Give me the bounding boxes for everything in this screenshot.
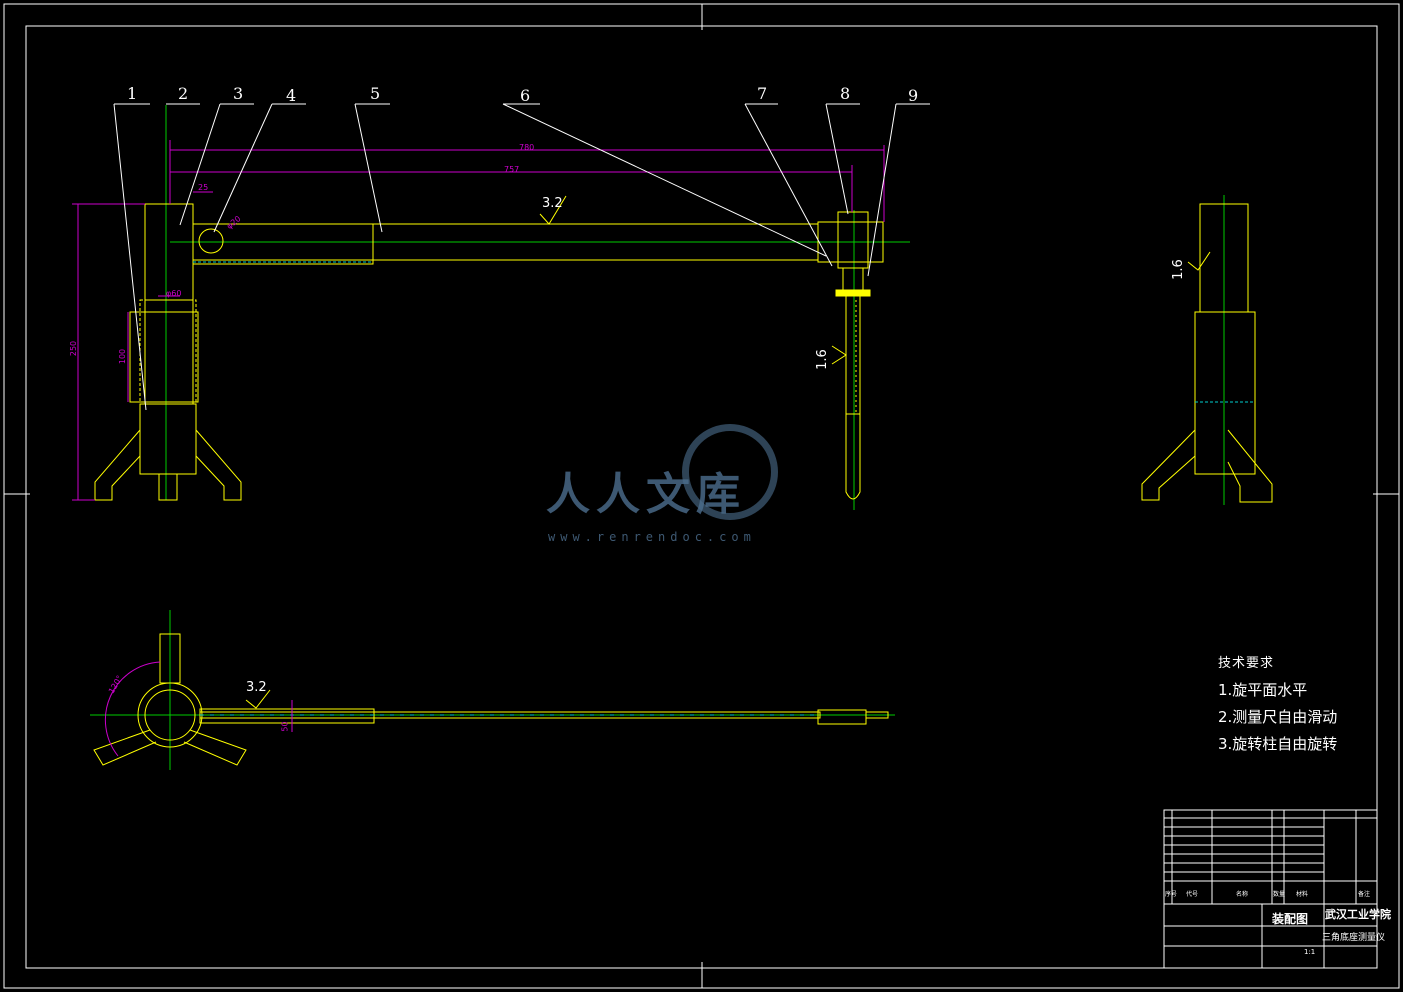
drawing-name: 装配图 — [1272, 912, 1309, 926]
part-label-6: 6 — [520, 86, 531, 105]
part-label-4: 4 — [286, 86, 297, 105]
dim-offset: 25 — [198, 183, 209, 192]
technical-requirements: 技术要求 1.旋平面水平 2.测量尺自由滑动 3.旋转柱自由旋转 — [1218, 652, 1337, 760]
front-view — [72, 103, 930, 510]
roughness-side: 1.6 — [1170, 259, 1186, 280]
part-label-8: 8 — [840, 84, 851, 103]
header-material: 材料 — [1296, 891, 1309, 898]
school-name: 武汉工业学院 — [1325, 908, 1391, 921]
part-label-3: 3 — [233, 84, 244, 103]
roughness-arm: 3.2 — [542, 196, 563, 211]
header-code: 代号 — [1186, 891, 1199, 898]
part-label-9: 9 — [908, 86, 919, 105]
side-view — [1141, 195, 1273, 505]
dim-sleeve: 100 — [118, 348, 128, 365]
dim-height: 250 — [69, 340, 79, 357]
tech-req-item: 1.旋平面水平 — [1218, 681, 1308, 699]
dim-width: 50 — [280, 721, 290, 732]
header-remark: 备注 — [1358, 891, 1371, 898]
header-qty: 数量 — [1273, 891, 1286, 898]
drawing-scale: 1:1 — [1304, 948, 1316, 956]
header-no: 序号 — [1165, 891, 1178, 898]
roughness-ruler: 1.6 — [814, 349, 830, 370]
part-label-5: 5 — [370, 84, 381, 103]
header-name: 名称 — [1236, 891, 1249, 898]
dim-overall: 780 — [519, 143, 535, 152]
tech-req-item: 3.旋转柱自由旋转 — [1218, 735, 1338, 753]
tech-req-title: 技术要求 — [1218, 656, 1275, 671]
roughness-plan: 3.2 — [246, 680, 267, 695]
sheet-frame — [3, 3, 1400, 989]
product-name: 三角底座测量仪 — [1322, 933, 1386, 943]
part-label-7: 7 — [757, 84, 768, 103]
part-label-1: 1 — [127, 84, 138, 103]
dim-post: φ60 — [166, 289, 182, 298]
dim-span: 757 — [504, 165, 520, 174]
tech-req-item: 2.测量尺自由滑动 — [1218, 708, 1338, 726]
plan-view — [90, 610, 895, 770]
part-label-2: 2 — [178, 84, 189, 103]
title-block — [1163, 809, 1378, 969]
